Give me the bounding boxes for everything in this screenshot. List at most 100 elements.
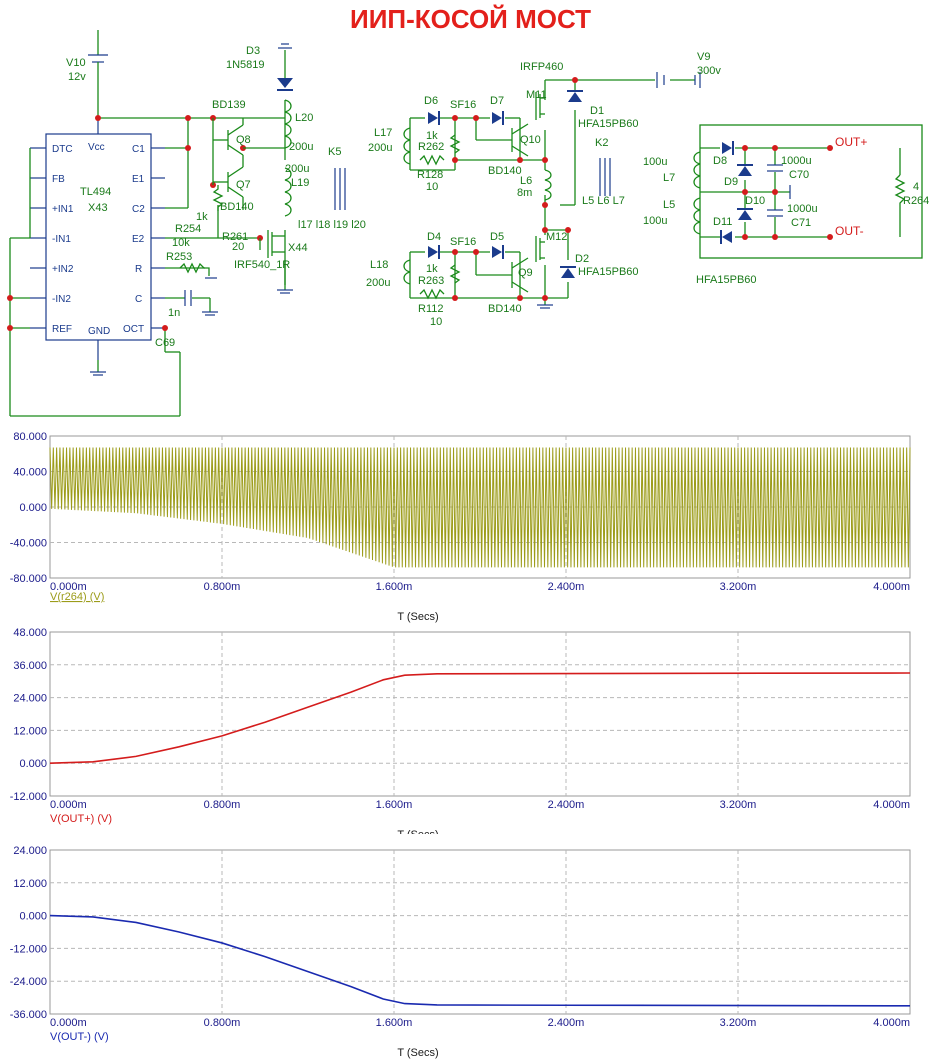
capacitors-output — [767, 164, 791, 217]
x-tick-label: 0.800m — [204, 1017, 241, 1029]
inductor-l20 — [284, 99, 292, 149]
label-1n: 1n — [168, 307, 180, 319]
label-m11: M11 — [526, 89, 547, 101]
label-v9: V9 — [697, 51, 710, 63]
resistor-r254 — [212, 185, 224, 211]
diodes-bottom — [428, 245, 576, 278]
label-q10: Q10 — [520, 134, 541, 146]
y-tick-label: 0.000 — [19, 758, 47, 770]
y-tick-label: 80.000 — [13, 431, 47, 443]
transformer-k5 — [334, 168, 346, 210]
series-label: V(OUT-) (V) — [50, 1031, 109, 1043]
label-v10: V10 — [66, 57, 86, 69]
label-r112: R112 — [418, 303, 443, 315]
y-tick-label: 0.000 — [19, 911, 47, 923]
label-l19-value: 200u — [285, 163, 309, 175]
label-q7: Q7 — [236, 179, 251, 191]
x43-label: X43 — [88, 202, 108, 214]
label-r261-value: 20 — [232, 241, 244, 253]
tl494-pin-labels: DTC FB +IN1 -IN1 +IN2 -IN2 REF C1 E1 C2 … — [52, 142, 145, 337]
x-tick-label: 4.000m — [873, 581, 910, 593]
label-1k-b: 1k — [426, 130, 438, 142]
plot-frame — [49, 849, 911, 1015]
pin-fb: FB — [52, 174, 65, 185]
label-r262: R262 — [418, 141, 444, 153]
label-1k-a: 1k — [196, 211, 208, 223]
label-l17: L17 — [374, 127, 392, 139]
label-v10-value: 12v — [68, 71, 86, 83]
resistor-r263 — [449, 264, 461, 284]
pin-c: C — [135, 294, 142, 305]
label-d1: D1 — [590, 105, 604, 117]
inductor-l7 — [693, 151, 701, 189]
x-tick-label: 3.200m — [720, 799, 757, 811]
label-d11: D11 — [713, 216, 732, 228]
label-out-plus: OUT+ — [835, 135, 867, 149]
pin-c1: C1 — [132, 144, 145, 155]
label-c71-value: 1000u — [787, 203, 818, 215]
y-tick-label: 0.000 — [19, 502, 47, 514]
y-tick-label: -80.000 — [10, 573, 47, 585]
pin-e2: E2 — [132, 234, 145, 245]
series-line — [49, 447, 911, 568]
label-l18: L18 — [370, 259, 388, 271]
x-tick-label: 1.600m — [376, 799, 413, 811]
label-q8: Q8 — [236, 134, 251, 146]
label-c69: C69 — [155, 337, 175, 349]
series-line — [49, 914, 911, 1007]
schematic-labels: V10 12v D3 1N5819 BD139 Q8 Q7 BD140 L20 … — [66, 45, 929, 349]
inductor-l18 — [403, 259, 411, 285]
x-tick-label: 0.000m — [50, 581, 87, 593]
x-tick-label: 3.200m — [720, 1017, 757, 1029]
label-irfp460: IRFP460 — [520, 61, 563, 73]
y-tick-label: -36.000 — [10, 1009, 47, 1021]
x-tick-label: 2.400m — [548, 581, 585, 593]
pin-in1-plus: +IN1 — [52, 204, 74, 215]
label-c71: C71 — [791, 217, 811, 229]
label-hfa-b: HFA15PB60 — [578, 266, 639, 278]
capacitor-c69 — [184, 290, 192, 306]
pin-e1: E1 — [132, 174, 145, 185]
y-tick-label: 36.000 — [13, 660, 47, 672]
label-irf540: IRF540_1R — [234, 259, 290, 271]
label-r254: R254 — [175, 223, 201, 235]
resistor-r128 — [419, 154, 445, 166]
x-tick-label: 2.400m — [548, 799, 585, 811]
y-tick-label: 12.000 — [13, 878, 47, 890]
label-r112-value: 10 — [430, 316, 442, 328]
label-d8: D8 — [713, 155, 727, 167]
label-k2: K2 — [595, 137, 608, 149]
pin-gnd: GND — [88, 326, 110, 337]
pin-oct: OCT — [123, 324, 144, 335]
label-d10: D10 — [745, 195, 765, 207]
pin-ref: REF — [52, 324, 72, 335]
pin-in2-plus: +IN2 — [52, 264, 74, 275]
label-k2-set: L5 L6 L7 — [582, 195, 625, 207]
label-hfa-c: HFA15PB60 — [696, 274, 757, 286]
label-r128-value: 10 — [426, 181, 438, 193]
resistor-r112 — [419, 288, 445, 300]
label-l20: L20 — [295, 112, 313, 124]
pin-vcc: Vcc — [88, 142, 105, 153]
x-tick-label: 3.200m — [720, 581, 757, 593]
y-tick-label: 12.000 — [13, 725, 47, 737]
label-bd140-a: BD140 — [220, 201, 254, 213]
label-l6-value: 8m — [517, 187, 532, 199]
transformer-k2 — [599, 158, 611, 196]
label-x44: X44 — [288, 242, 308, 254]
transistors-bottom — [511, 236, 545, 293]
label-d7: D7 — [490, 95, 504, 107]
series-label: V(r264) (V) — [50, 591, 104, 603]
x-tick-label: 1.600m — [376, 1017, 413, 1029]
x-tick-label: 4.000m — [873, 1017, 910, 1029]
diodes-output — [720, 141, 753, 244]
x-tick-label: 0.000m — [50, 1017, 87, 1029]
pin-c2: C2 — [132, 204, 145, 215]
label-l5: L5 — [663, 199, 675, 211]
x-tick-label: 4.000m — [873, 799, 910, 811]
label-l6: L6 — [520, 175, 532, 187]
y-tick-label: -12.000 — [10, 943, 47, 955]
battery-v9 — [656, 72, 701, 88]
label-m12: M12 — [546, 231, 567, 243]
